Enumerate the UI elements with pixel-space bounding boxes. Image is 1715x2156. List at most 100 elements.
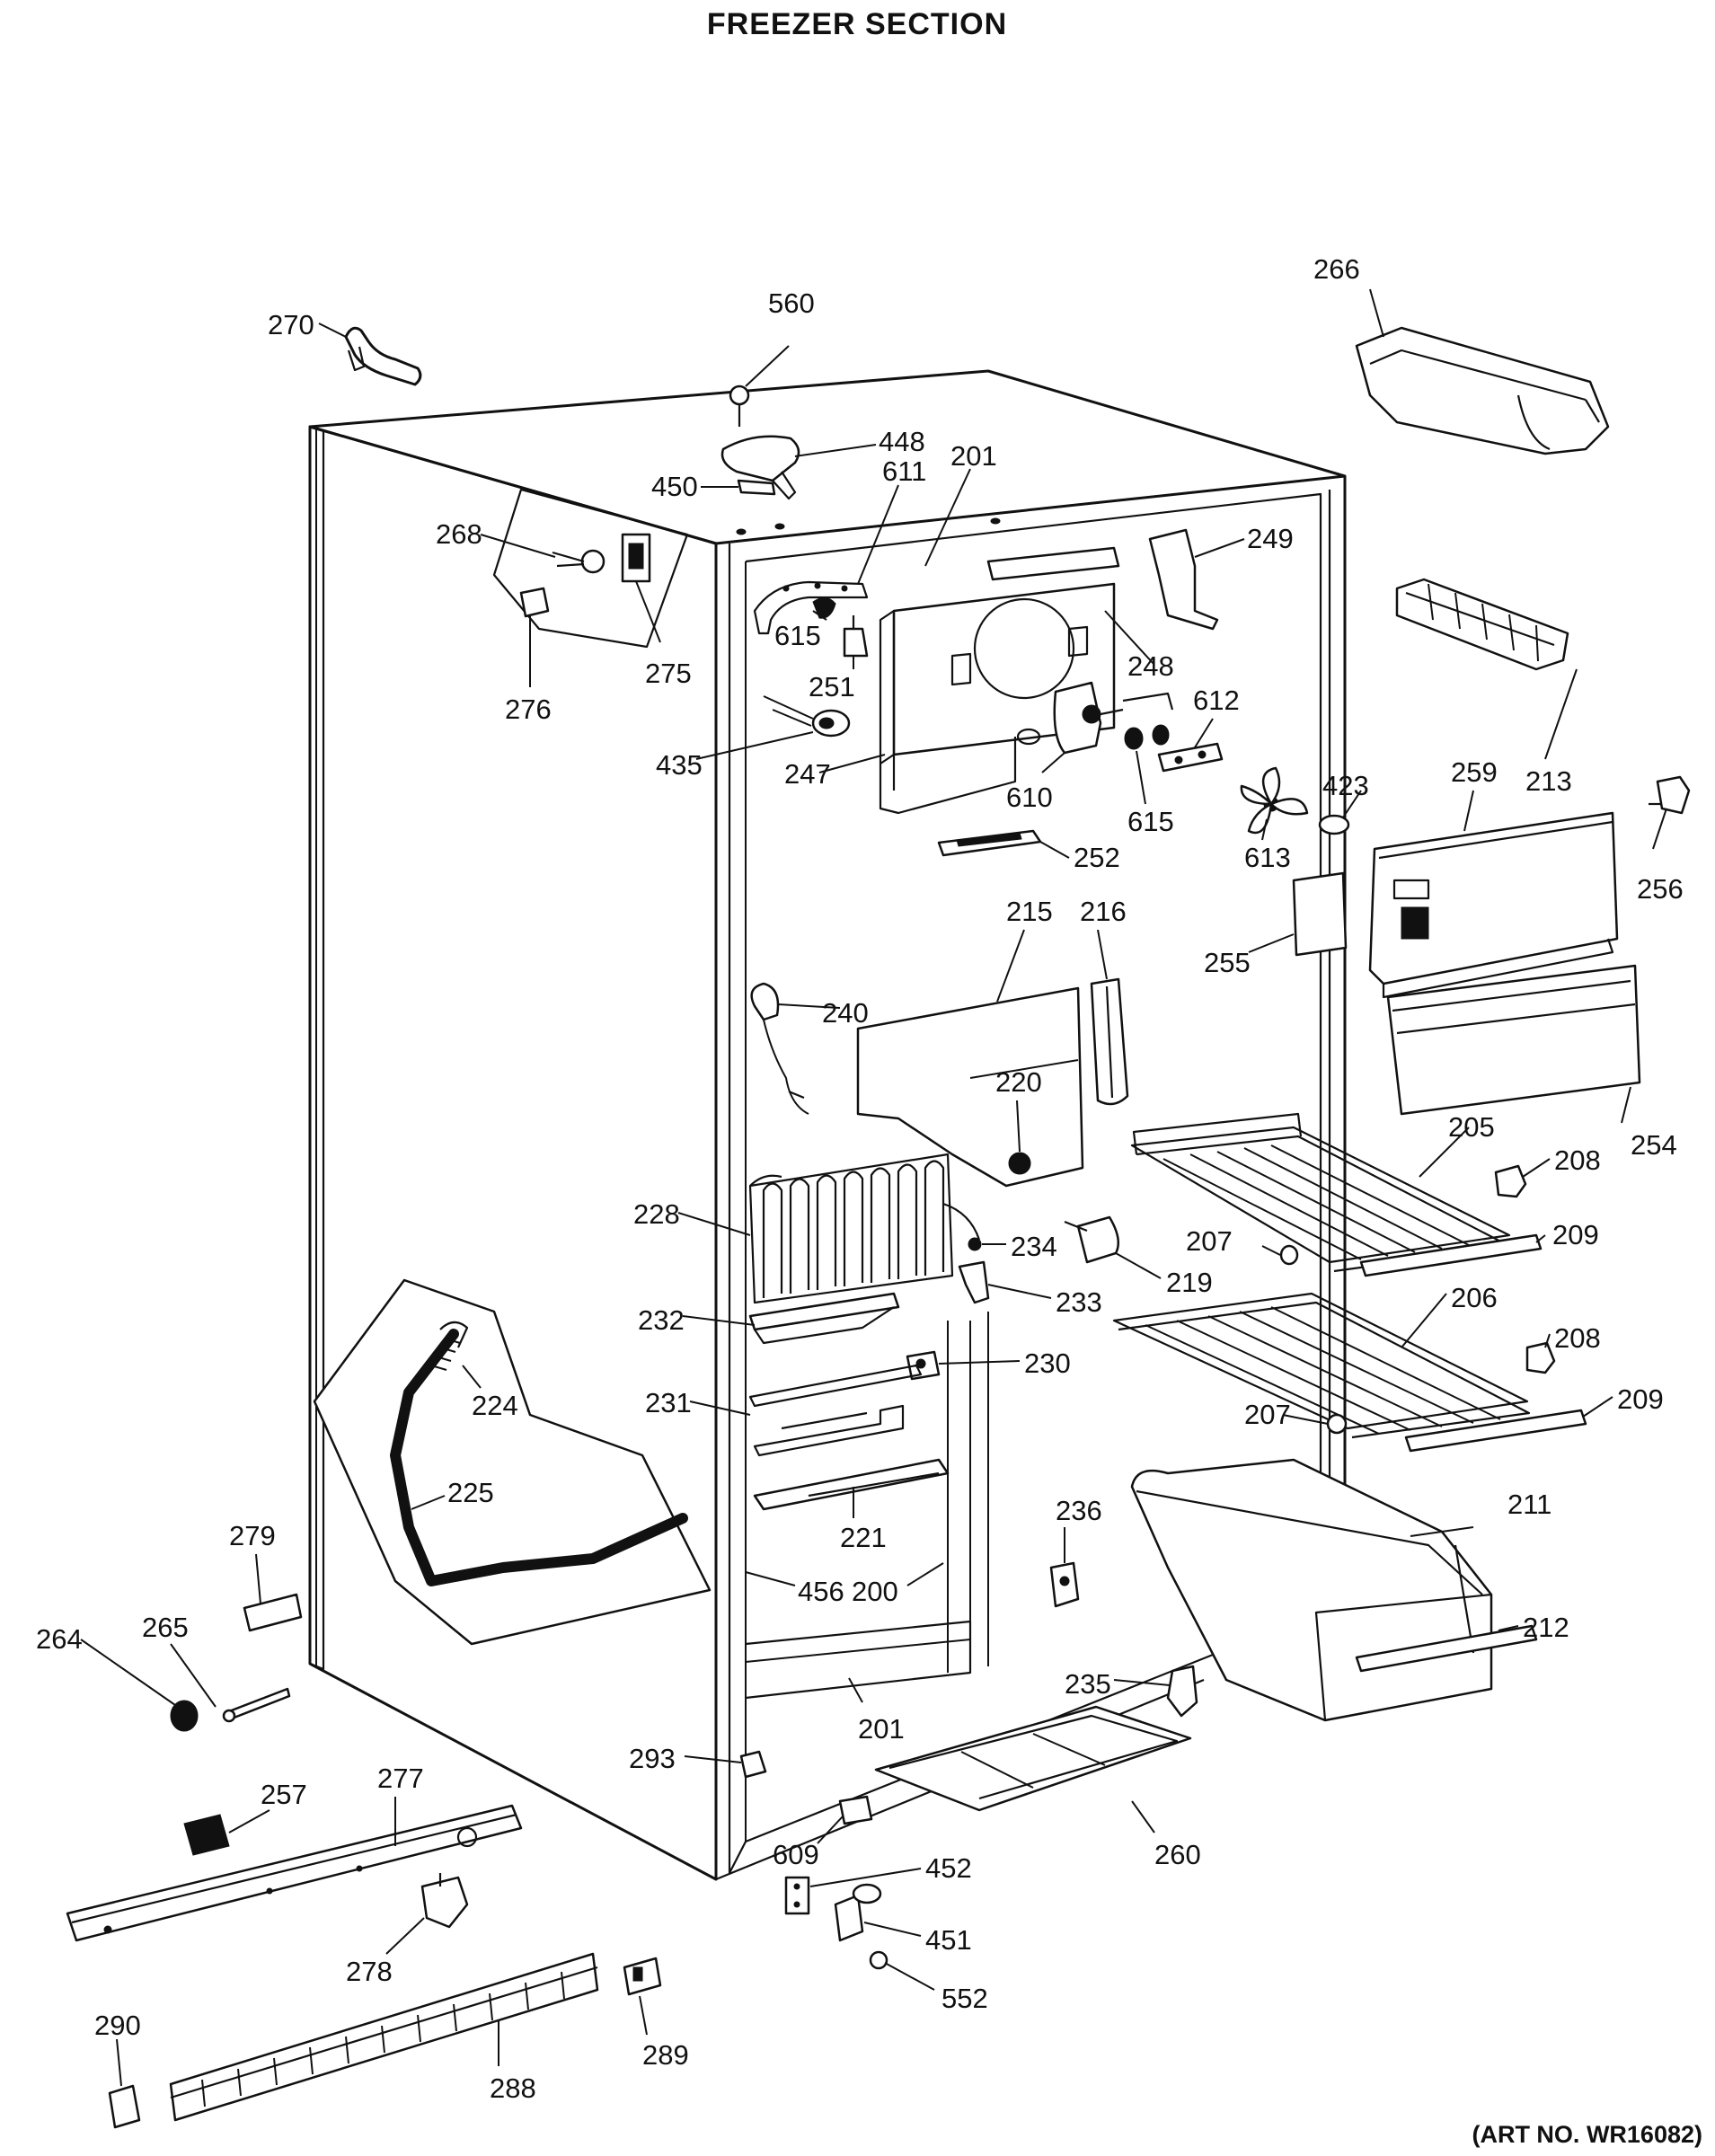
label-456: 456 bbox=[798, 1576, 844, 1607]
label-264: 264 bbox=[36, 1623, 83, 1655]
label-208-b: 208 bbox=[1554, 1322, 1601, 1354]
label-235: 235 bbox=[1065, 1668, 1111, 1700]
label-288: 288 bbox=[490, 2072, 536, 2104]
part-256-hinge bbox=[1649, 775, 1691, 815]
label-293: 293 bbox=[629, 1743, 676, 1774]
label-234: 234 bbox=[1011, 1231, 1057, 1262]
part-207-cap-b bbox=[1326, 1413, 1348, 1435]
part-207-cap-a bbox=[1279, 1244, 1299, 1266]
label-201-bottom: 201 bbox=[858, 1713, 905, 1745]
part-279-bracket bbox=[243, 1593, 303, 1632]
diagram-title: FREEZER SECTION bbox=[707, 7, 1007, 41]
part-435-lamp bbox=[763, 695, 851, 738]
part-259-cover bbox=[1368, 811, 1619, 999]
label-225: 225 bbox=[447, 1477, 494, 1508]
label-248: 248 bbox=[1127, 650, 1174, 682]
label-610: 610 bbox=[1006, 782, 1053, 813]
label-259: 259 bbox=[1451, 756, 1498, 788]
part-611-bracket bbox=[753, 580, 869, 635]
part-209-trim-b bbox=[1404, 1409, 1587, 1453]
part-552-screw bbox=[869, 1950, 888, 1970]
cabinet bbox=[308, 369, 1347, 1881]
part-208-clip-a bbox=[1494, 1164, 1527, 1198]
label-451: 451 bbox=[925, 1924, 972, 1956]
part-labels: 270 560 266 448 450 611 201 249 268 276 … bbox=[36, 253, 1684, 2104]
label-268: 268 bbox=[436, 518, 482, 550]
label-448: 448 bbox=[879, 426, 925, 457]
label-270: 270 bbox=[268, 309, 314, 340]
label-208-a: 208 bbox=[1554, 1144, 1601, 1176]
label-277: 277 bbox=[377, 1763, 424, 1794]
part-255-plate bbox=[1292, 871, 1348, 957]
part-293-clip bbox=[739, 1750, 767, 1779]
label-257: 257 bbox=[261, 1779, 307, 1810]
label-249: 249 bbox=[1247, 523, 1294, 554]
label-275: 275 bbox=[645, 658, 692, 689]
label-231: 231 bbox=[645, 1387, 692, 1418]
label-254: 254 bbox=[1631, 1129, 1677, 1161]
label-252: 252 bbox=[1074, 842, 1120, 873]
part-610-fan-motor bbox=[1016, 681, 1174, 755]
part-268-switch bbox=[552, 549, 606, 574]
part-266-ice-bin bbox=[1355, 326, 1610, 455]
label-615-b: 615 bbox=[1127, 806, 1174, 837]
part-228-evaporator bbox=[748, 1153, 981, 1304]
part-215-evaporator-cover bbox=[856, 986, 1084, 1188]
part-560-screw bbox=[729, 384, 750, 427]
part-613-fan-blade bbox=[1240, 766, 1309, 835]
label-613: 613 bbox=[1244, 842, 1291, 873]
part-278-bracket bbox=[420, 1873, 469, 1929]
part-448-control bbox=[720, 435, 800, 500]
label-209-b: 209 bbox=[1617, 1383, 1664, 1415]
part-275-light-switch bbox=[621, 533, 651, 583]
label-221: 221 bbox=[840, 1522, 887, 1553]
label-609: 609 bbox=[773, 1839, 819, 1870]
label-256: 256 bbox=[1637, 873, 1684, 905]
label-290: 290 bbox=[94, 2010, 141, 2041]
label-266: 266 bbox=[1313, 253, 1360, 285]
part-249-bracket bbox=[1148, 528, 1219, 631]
part-211-basket bbox=[1130, 1458, 1538, 1722]
part-252-bracket bbox=[937, 829, 1042, 857]
part-235-hinge bbox=[1166, 1665, 1198, 1718]
part-213-ice-tray bbox=[1395, 578, 1569, 671]
part-270-tube bbox=[344, 326, 422, 386]
part-231-bracket bbox=[748, 1364, 923, 1457]
label-560: 560 bbox=[768, 287, 815, 319]
label-423: 423 bbox=[1322, 770, 1369, 801]
part-260-drain-pan bbox=[874, 1705, 1192, 1812]
label-265: 265 bbox=[142, 1612, 189, 1643]
label-435: 435 bbox=[656, 749, 703, 781]
label-278: 278 bbox=[346, 1956, 393, 1987]
part-233-bracket bbox=[958, 1260, 990, 1304]
part-257-roller bbox=[183, 1814, 230, 1856]
label-276: 276 bbox=[505, 694, 552, 725]
part-612-bracket bbox=[1157, 742, 1224, 773]
label-201-top: 201 bbox=[950, 440, 997, 472]
part-240-heater-cord bbox=[750, 982, 809, 1115]
part-615-knob-b bbox=[1124, 724, 1170, 750]
part-234-clip bbox=[968, 1237, 982, 1251]
part-208-clip-b bbox=[1525, 1341, 1556, 1374]
label-207-a: 207 bbox=[1186, 1225, 1233, 1257]
part-451-hinge bbox=[834, 1883, 882, 1942]
label-206: 206 bbox=[1451, 1282, 1498, 1313]
part-277-rail bbox=[66, 1804, 523, 1942]
label-279: 279 bbox=[229, 1520, 276, 1551]
label-450: 450 bbox=[651, 471, 698, 502]
label-247: 247 bbox=[784, 758, 831, 790]
label-220: 220 bbox=[995, 1066, 1042, 1098]
part-452-plate bbox=[784, 1876, 810, 1915]
part-254-panel bbox=[1386, 964, 1641, 1116]
label-615-a: 615 bbox=[774, 620, 821, 651]
label-612: 612 bbox=[1193, 685, 1240, 716]
heater-inset bbox=[313, 1278, 712, 1646]
label-240: 240 bbox=[822, 997, 869, 1029]
label-232: 232 bbox=[638, 1304, 685, 1336]
part-276-socket bbox=[519, 587, 550, 618]
label-209-a: 209 bbox=[1552, 1219, 1599, 1250]
label-224: 224 bbox=[472, 1390, 518, 1421]
part-265-pin bbox=[222, 1687, 291, 1723]
label-452: 452 bbox=[925, 1852, 972, 1884]
label-251: 251 bbox=[809, 671, 855, 702]
